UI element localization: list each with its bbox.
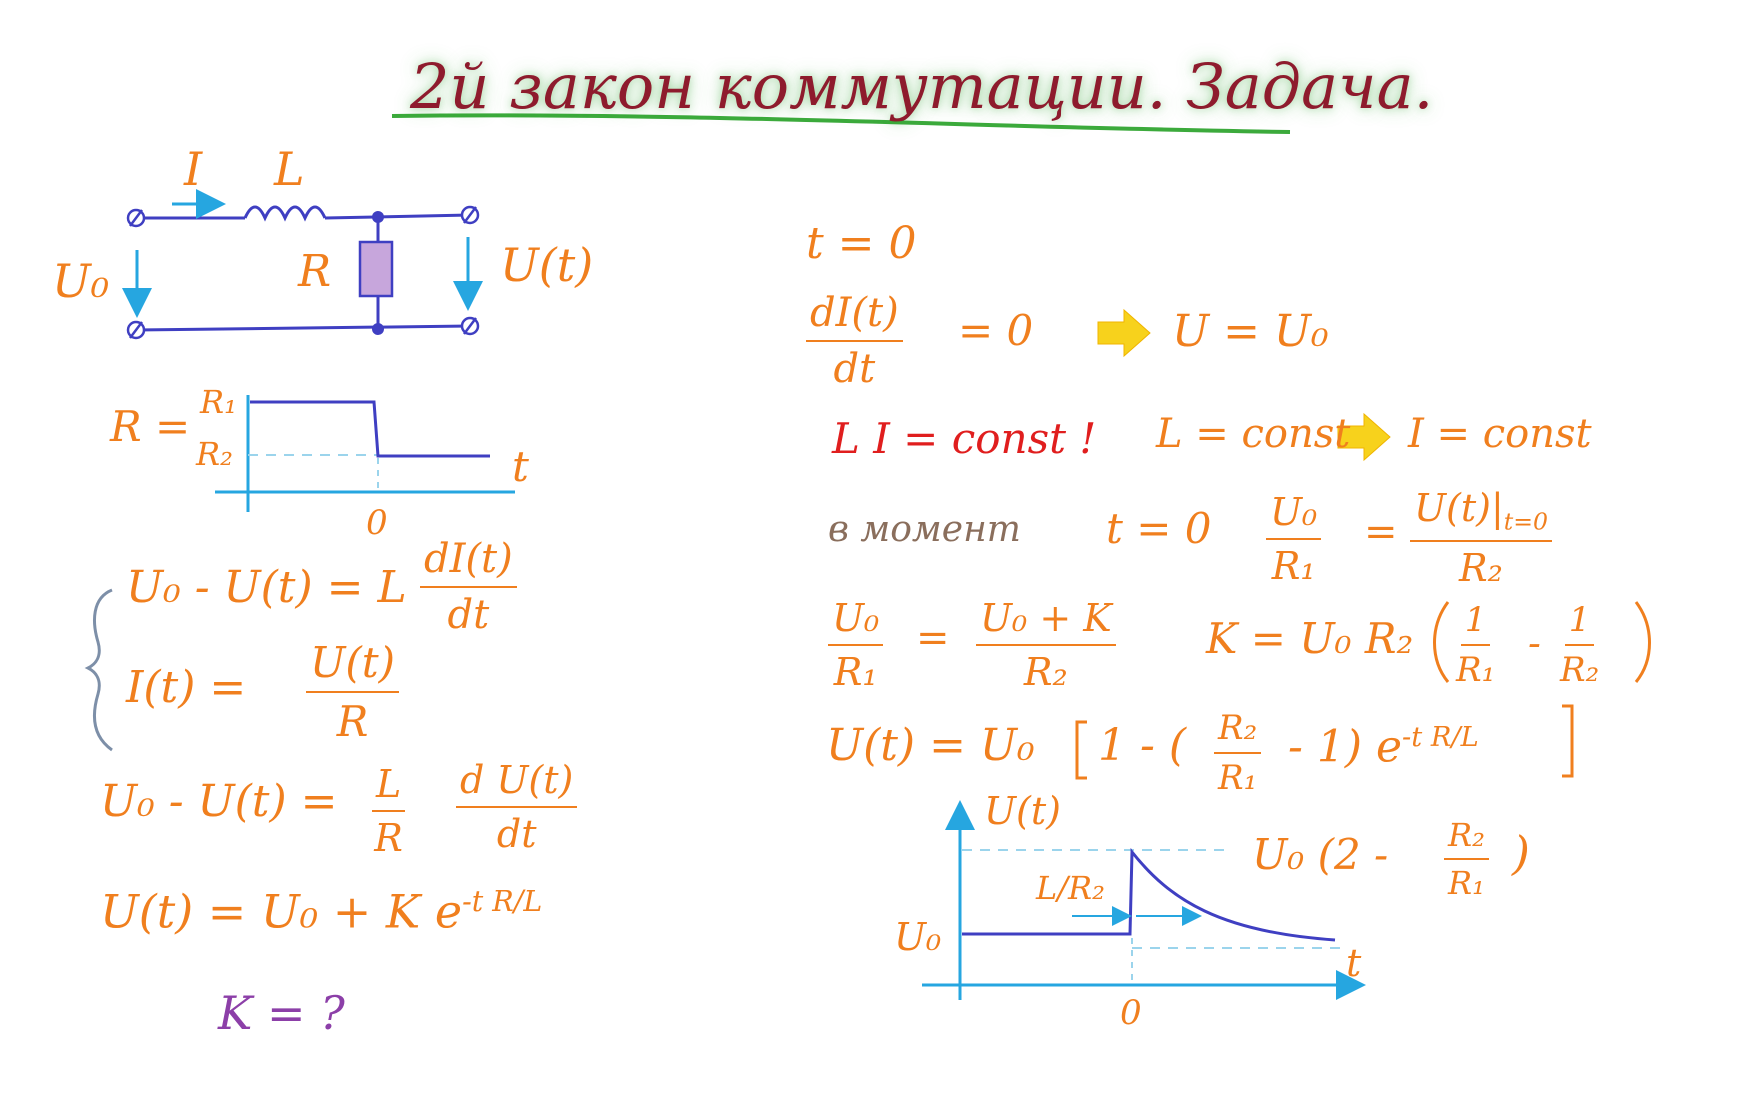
- label-source-U0: U₀: [52, 254, 110, 308]
- r-graph-lhs: R =: [110, 402, 191, 451]
- i-const: I = const: [1408, 411, 1592, 457]
- title-underline: [391, 113, 1291, 134]
- eq3-num2: d U(t): [456, 758, 578, 808]
- final-left-bracket: [1075, 720, 1087, 780]
- deriv-num: dI(t): [806, 290, 903, 342]
- eq3-den1: R: [374, 816, 403, 860]
- moment-den-left: R₁: [1271, 544, 1316, 588]
- moment-num-left: U₀: [1266, 490, 1322, 540]
- final-one: 1 - (: [1098, 720, 1186, 771]
- moment-num-right: U(t)|t=0: [1410, 486, 1552, 542]
- final-right-bracket: [1562, 704, 1574, 778]
- r-step-graph: [215, 395, 515, 512]
- resistor-symbol: [358, 240, 394, 298]
- eq3-fraction-1: L R: [372, 762, 406, 860]
- k-f2-num: 1: [1564, 600, 1595, 646]
- sys2-fraction: U(t) R: [306, 638, 400, 746]
- k-solution-fraction-1: 1 R₁: [1456, 600, 1495, 690]
- moment-fraction-right: U(t)|t=0 R₂: [1410, 486, 1552, 590]
- eq4-exponent: -t R/L: [462, 885, 543, 918]
- deriv-den: dt: [833, 346, 876, 392]
- u-graph-t-axis: t: [1346, 941, 1362, 985]
- r-graph-r1: R₁: [200, 383, 237, 421]
- system-brace: [84, 588, 113, 752]
- eq4-lhs: U(t) = U₀ + K e: [100, 884, 463, 939]
- eq4-general-solution: U(t) = U₀ + K e-t R/L: [100, 885, 543, 934]
- moment-text: в момент: [828, 509, 1021, 550]
- cyan-arrows-circuit: [122, 189, 483, 318]
- sys2-num: U(t): [306, 638, 400, 693]
- k-f1-den: R₁: [1456, 650, 1496, 690]
- k-question: K = ?: [218, 986, 345, 1040]
- final-lhs: U(t) = U₀: [826, 720, 1035, 771]
- r-graph-r2: R₂: [196, 435, 233, 473]
- u-graph-peak-fraction: R₂ R₁: [1444, 816, 1489, 902]
- label-inductance-L: L: [274, 142, 305, 196]
- u-graph-peak-lhs: U₀ (2 -: [1252, 830, 1389, 879]
- u-response-graph: [922, 800, 1366, 1000]
- label-current-I: I: [184, 142, 203, 196]
- moment-fraction-left: U₀ R₁: [1266, 490, 1322, 588]
- k-left-paren: [1433, 601, 1450, 683]
- sys1-num: dI(t): [420, 536, 517, 588]
- k-num-left: U₀: [828, 596, 884, 646]
- moment-t: t = 0: [1106, 504, 1212, 553]
- sys1-den: dt: [447, 592, 490, 638]
- final-fraction: R₂ R₁: [1214, 708, 1262, 798]
- li-const: L I = const !: [832, 414, 1097, 463]
- u-graph-close-paren: ): [1512, 826, 1530, 880]
- implication-arrow-2: [1337, 412, 1391, 462]
- k-fraction-left: U₀ R₁: [828, 596, 884, 694]
- k-right-paren: [1634, 601, 1651, 683]
- k-den-right: R₂: [1023, 650, 1068, 694]
- eq3-num1: L: [372, 762, 406, 812]
- deriv-fraction: dI(t) dt: [806, 290, 903, 392]
- label-resistance-R: R: [298, 246, 332, 297]
- page-title: 2й закон коммутации. Задача.: [410, 50, 1434, 123]
- junction-top: [372, 211, 384, 223]
- u-graph-y-label: U(t): [984, 789, 1061, 833]
- final-den: R₁: [1218, 758, 1258, 798]
- u-graph-peak-num: R₂: [1444, 816, 1489, 860]
- sys2-den: R: [336, 697, 369, 746]
- moment-den-right: R₂: [1459, 545, 1503, 590]
- sys1-lhs: U₀ - U(t) = L: [126, 562, 407, 613]
- final-tail: - 1) e-t R/L: [1288, 721, 1479, 773]
- moment-eq: =: [1364, 509, 1398, 555]
- r-graph-zero: 0: [366, 503, 388, 543]
- k-minus: -: [1528, 621, 1541, 665]
- final-exponent: -t R/L: [1402, 722, 1479, 753]
- k-num-right: U₀ + K: [976, 596, 1116, 646]
- terminals: [126, 205, 480, 340]
- deriv-rhs: = 0: [958, 306, 1034, 355]
- final-num: R₂: [1214, 708, 1262, 754]
- eq3-lhs: U₀ - U(t) =: [100, 776, 338, 827]
- u-graph-zero: 0: [1120, 993, 1142, 1033]
- eq3-den2: dt: [496, 812, 537, 856]
- u-graph-tau: L/R₂: [1036, 869, 1105, 907]
- k-f1-num: 1: [1460, 600, 1491, 646]
- k-solution-fraction-2: 1 R₂: [1560, 600, 1599, 690]
- sys1-fraction: dI(t) dt: [420, 536, 517, 638]
- u-graph-u0: U₀: [894, 915, 942, 959]
- u-equals-u0: U = U₀: [1172, 306, 1329, 357]
- k-solution-lhs: K = U₀ R₂: [1206, 614, 1414, 663]
- k-eq: =: [916, 615, 950, 661]
- junction-bottom: [372, 323, 384, 335]
- implication-arrow-1: [1097, 308, 1151, 358]
- k-f2-den: R₂: [1560, 650, 1600, 690]
- r-graph-t-axis: t: [512, 442, 529, 491]
- t-equals-zero: t = 0: [806, 218, 917, 269]
- u-graph-peak-den: R₁: [1448, 864, 1485, 902]
- k-fraction-right: U₀ + K R₂: [976, 596, 1116, 694]
- eq3-fraction-2: d U(t) dt: [456, 758, 578, 856]
- sys2-lhs: I(t) =: [126, 662, 247, 713]
- label-output-Ut: U(t): [500, 238, 594, 292]
- l-const: L = const: [1156, 411, 1351, 457]
- k-den-left: R₁: [833, 650, 878, 694]
